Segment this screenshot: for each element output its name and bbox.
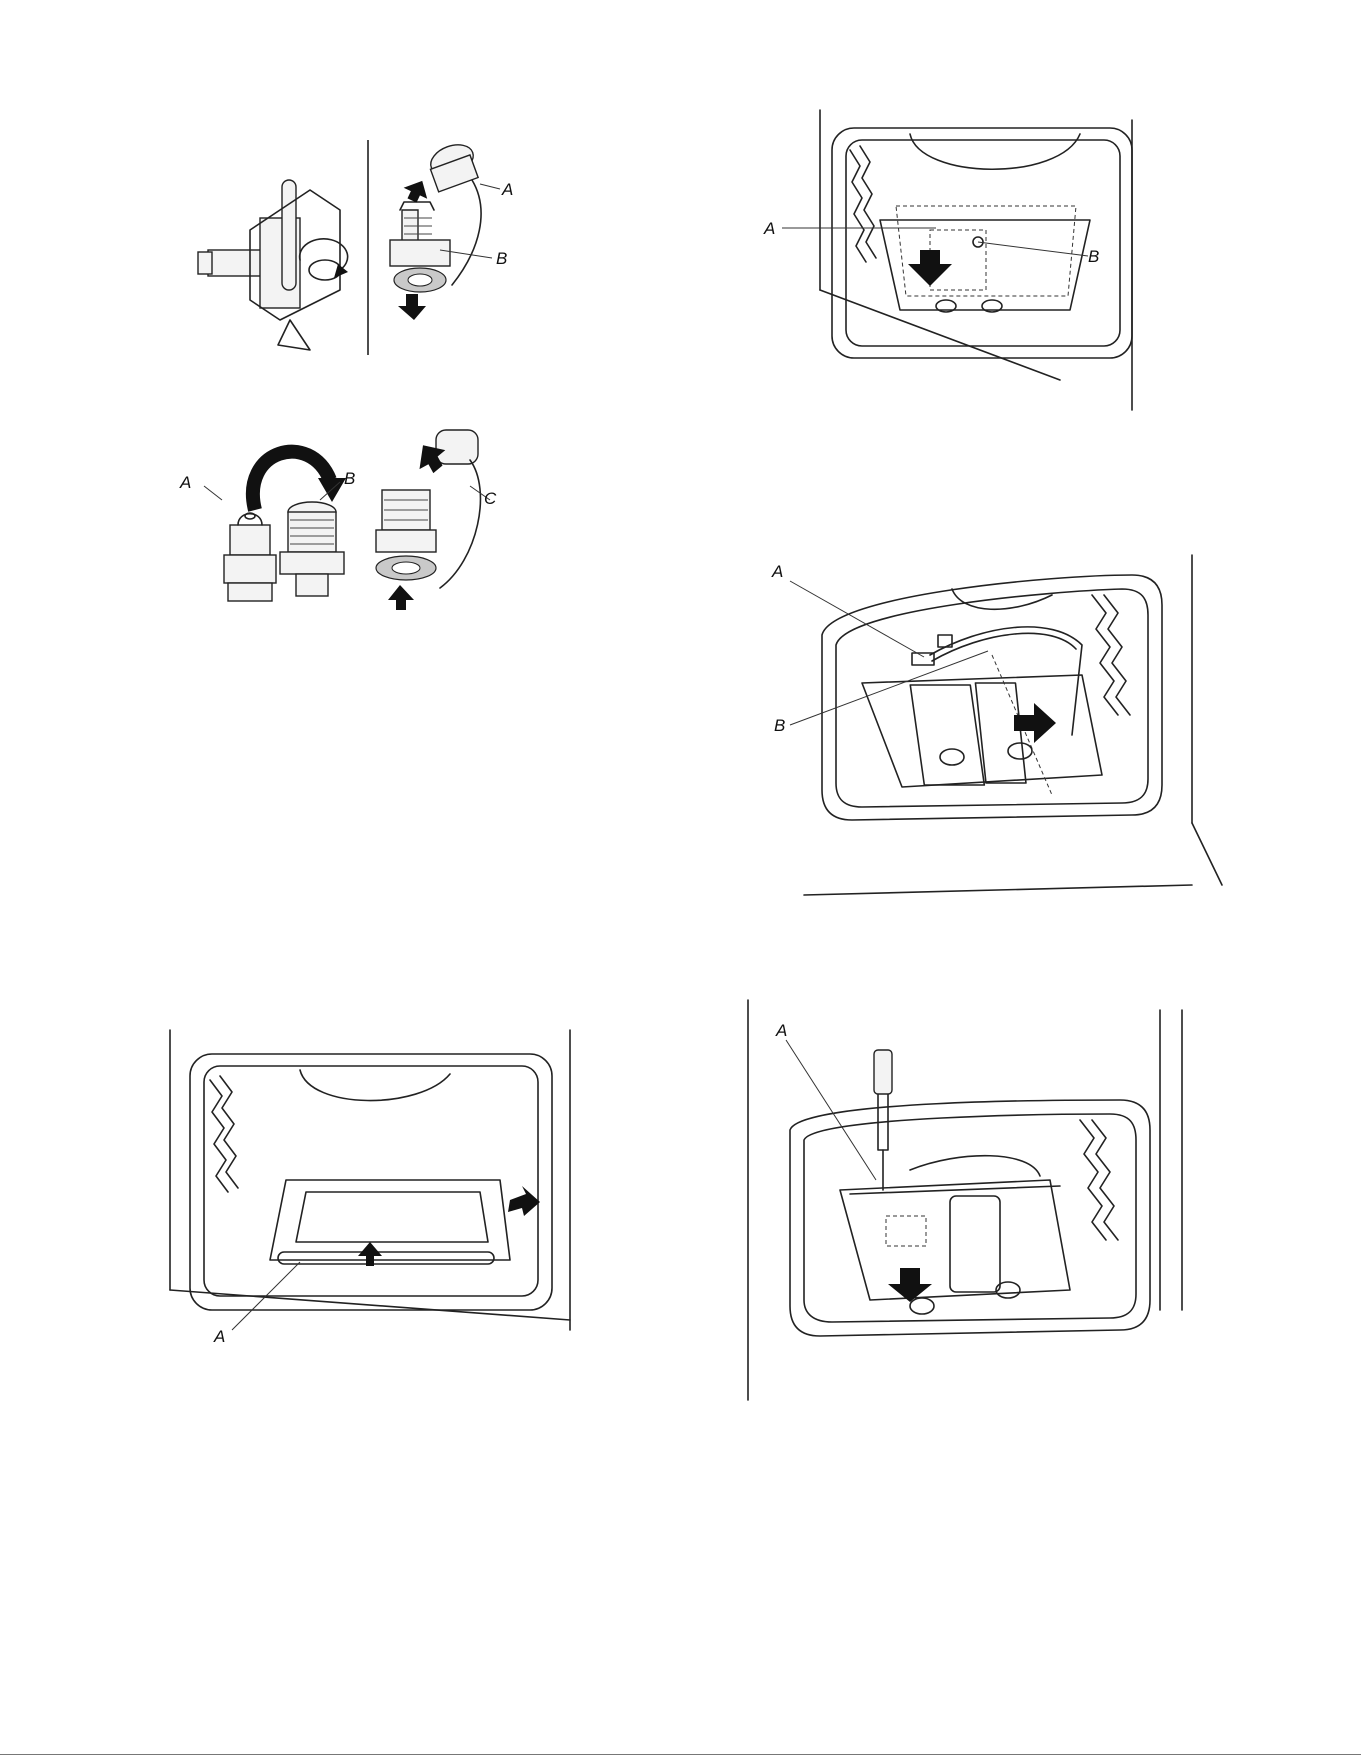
label-a: A <box>775 1021 787 1040</box>
label-a: A <box>501 180 513 199</box>
swap-arrow <box>253 452 330 510</box>
page-bottom-rule <box>0 1754 1361 1755</box>
figure-oven-screwdriver: A <box>740 1000 1210 1410</box>
oven-rack-guides <box>850 150 866 262</box>
figure-orifice-swap: A B C <box>200 420 580 620</box>
down-arrow <box>908 250 952 286</box>
label-a: A <box>213 1327 225 1346</box>
gas-valve-illustration <box>198 180 348 350</box>
label-b: B <box>344 469 355 488</box>
oven-rack-guides <box>1080 1120 1106 1240</box>
fitting-c-illustration <box>376 430 480 610</box>
label-a: A <box>771 562 783 581</box>
label-a: A <box>763 219 775 238</box>
wire-harness <box>910 1156 1040 1176</box>
screwdriver <box>878 1090 888 1150</box>
label-a: A <box>179 473 191 492</box>
up-arrow <box>358 1242 382 1266</box>
fitting-with-cap-illustration <box>390 139 481 320</box>
label-b: B <box>496 249 507 268</box>
oven-rack-guides <box>1092 595 1118 715</box>
figure-oven-burner-cover: A B <box>760 110 1180 410</box>
label-b: B <box>774 716 785 735</box>
figure-oven-floor-panel: A <box>160 1030 580 1370</box>
orifice-a-illustration <box>224 513 276 601</box>
right-arrow <box>1014 703 1056 743</box>
figure-valve-cap: A B <box>190 140 570 360</box>
label-c: C <box>484 489 497 508</box>
label-b: B <box>1088 247 1099 266</box>
orifice-b-illustration <box>280 502 344 596</box>
figure-oven-burner-wires: A B <box>752 555 1232 885</box>
right-arrow <box>508 1186 540 1216</box>
oven-rack-guides <box>210 1080 228 1192</box>
